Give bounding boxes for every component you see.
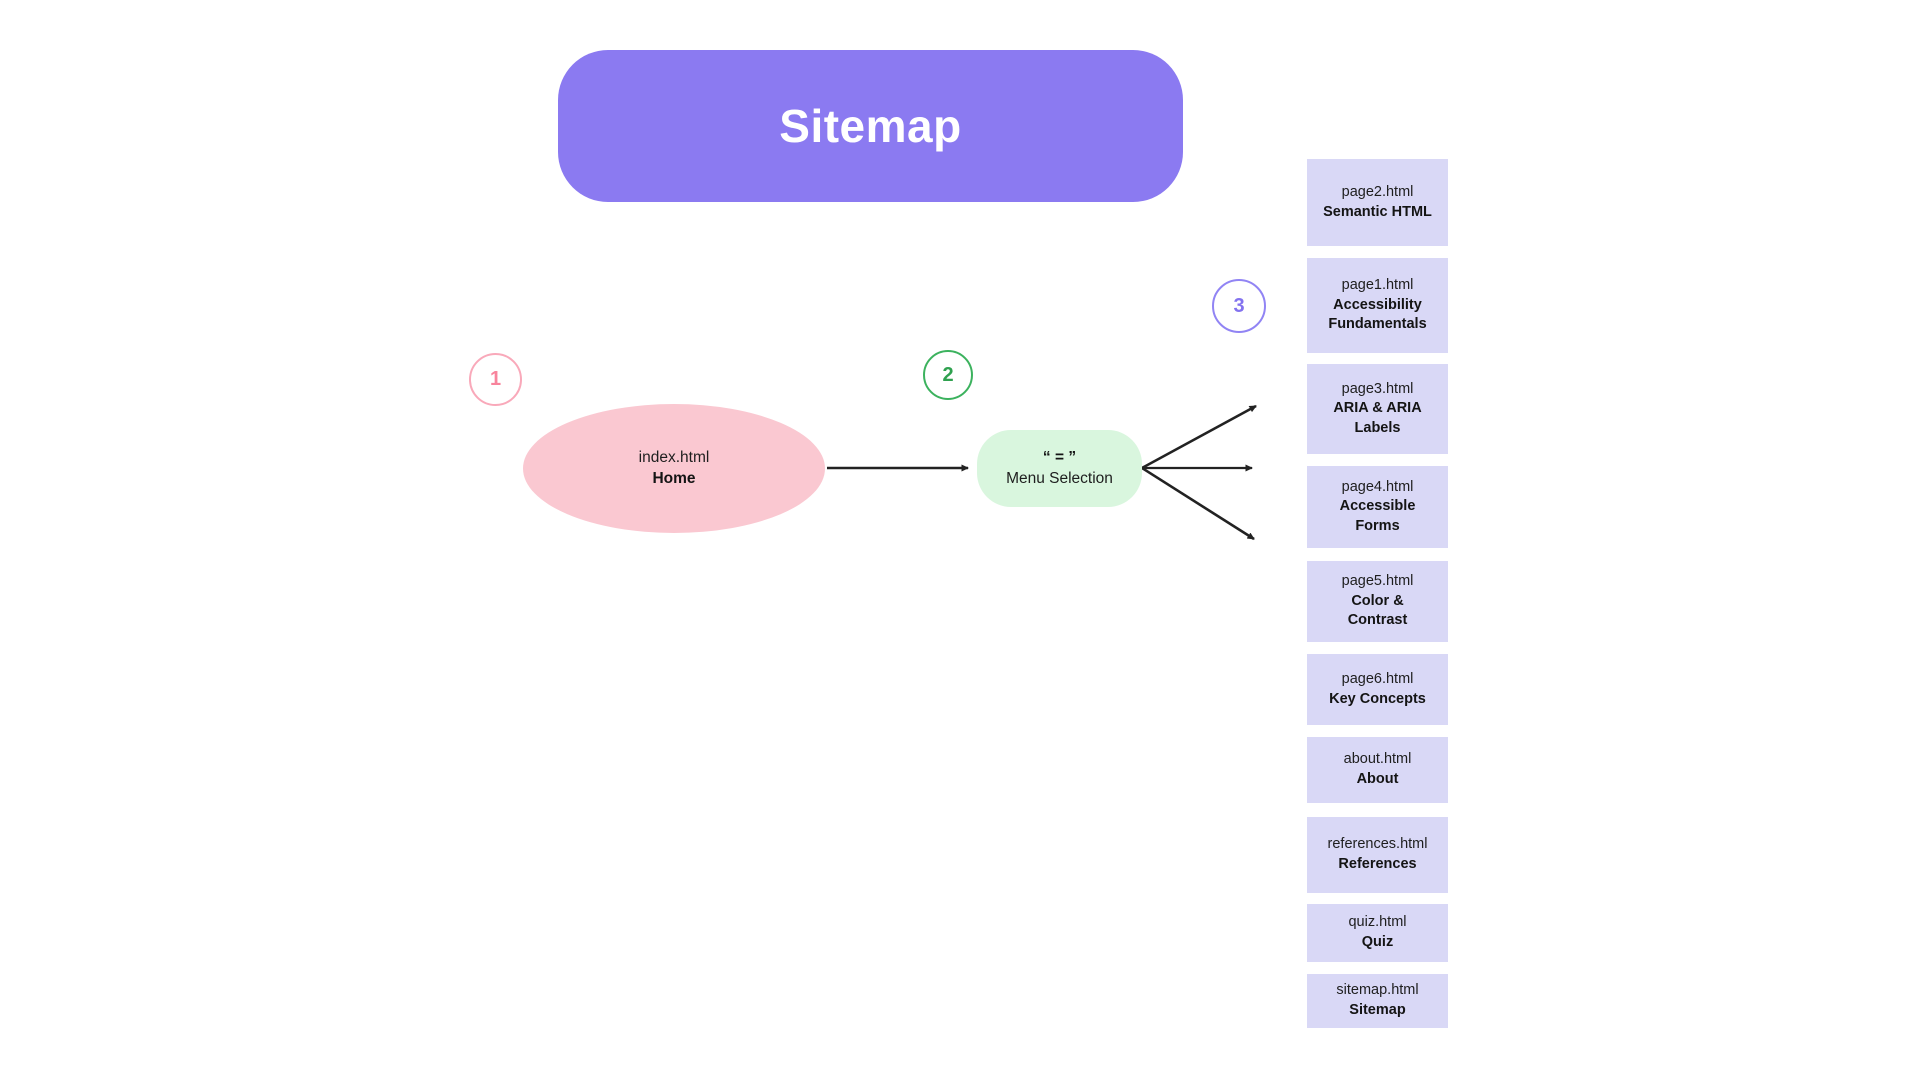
page-box-key-concepts: page6.html Key Concepts — [1307, 654, 1448, 725]
page-title-label: Key Concepts — [1329, 690, 1426, 707]
step-2-number: 2 — [942, 363, 954, 386]
step-2-badge: 2 — [923, 350, 973, 400]
page-title-label: Quiz — [1361, 934, 1394, 950]
page-filename: page6.html — [1341, 670, 1414, 687]
node-home: index.html Home — [523, 404, 825, 533]
page-filename: page4.html — [1341, 478, 1414, 495]
page-box-quiz: quiz.html Quiz — [1307, 904, 1448, 962]
page-box-sitemap: sitemap.html Sitemap — [1307, 974, 1448, 1028]
node-menu-selection: “ = ” Menu Selection — [977, 430, 1142, 507]
page-filename: quiz.html — [1348, 914, 1407, 931]
page-title-label: About — [1356, 771, 1399, 787]
step-3-number: 3 — [1233, 294, 1245, 317]
page-filename: sitemap.html — [1336, 982, 1419, 999]
page-box-accessibility-fundamentals: page1.html Accessibility Fundamentals — [1307, 258, 1448, 353]
home-filename: index.html — [638, 449, 710, 467]
page-title-label: Accessible Forms — [1339, 498, 1416, 534]
page-filename: page2.html — [1341, 183, 1414, 200]
page-title-label: Semantic HTML — [1323, 203, 1432, 220]
arrow-menu-to-pages-top — [1141, 404, 1257, 470]
page-box-semantic-html: page2.html Semantic HTML — [1307, 159, 1448, 246]
page-filename: references.html — [1327, 836, 1428, 853]
step-1-number: 1 — [489, 368, 502, 390]
page-title-label: Sitemap — [1349, 1002, 1406, 1018]
page-filename: page3.html — [1341, 380, 1414, 397]
page-box-color-contrast: page5.html Color & Contrast — [1307, 561, 1448, 642]
page-filename: about.html — [1343, 751, 1412, 768]
page-box-accessible-forms: page4.html Accessible Forms — [1307, 466, 1448, 548]
page-filename: page5.html — [1341, 573, 1414, 590]
menu-symbol: “ = ” — [1042, 449, 1077, 467]
title-banner: Sitemap — [558, 50, 1183, 202]
step-3-badge: 3 — [1212, 279, 1266, 333]
page-title-label: ARIA & ARIA Labels — [1333, 400, 1422, 436]
page-title: Sitemap — [779, 100, 962, 152]
page-box-aria-labels: page3.html ARIA & ARIA Labels — [1307, 364, 1448, 454]
page-title-label: Accessibility Fundamentals — [1328, 296, 1427, 333]
page-title-label: References — [1338, 856, 1417, 872]
home-title: Home — [652, 469, 696, 487]
menu-title: Menu Selection — [1006, 469, 1113, 487]
page-filename: page1.html — [1341, 277, 1414, 294]
page-box-about: about.html About — [1307, 737, 1448, 803]
page-box-references: references.html References — [1307, 817, 1448, 893]
arrow-menu-to-pages-bottom — [1141, 466, 1255, 541]
page-title-label: Color & Contrast — [1347, 592, 1408, 629]
step-1-badge: 1 — [469, 353, 522, 406]
